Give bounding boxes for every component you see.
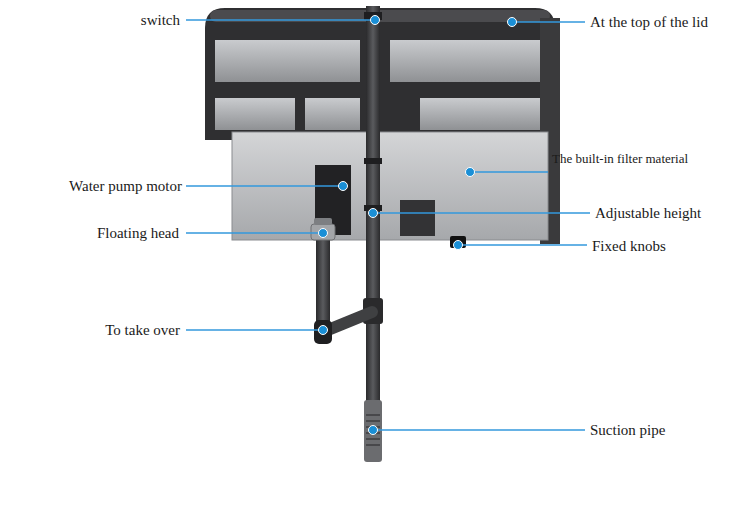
leader-dot — [319, 229, 328, 238]
leader-line — [458, 244, 587, 246]
strainer-slots — [366, 415, 380, 445]
leader-dots — [319, 16, 517, 435]
leader-line — [186, 329, 320, 331]
flap — [305, 98, 360, 130]
leader-dot — [339, 182, 348, 191]
part-label: Fixed knobs — [592, 237, 666, 255]
flap — [420, 98, 540, 130]
part-label: Suction pipe — [590, 421, 665, 439]
outlet — [400, 200, 435, 236]
leader-dot — [508, 18, 517, 27]
part-label: At the top of the lid — [590, 13, 708, 31]
leader-line — [186, 185, 340, 187]
part-label: Water pump motor — [69, 177, 182, 195]
part-label: switch — [141, 11, 180, 29]
leader-dot — [371, 16, 380, 25]
intake-tube — [366, 6, 380, 402]
slot — [366, 444, 380, 446]
leader-lines — [186, 20, 590, 430]
slot — [366, 414, 380, 416]
leader-dot — [319, 326, 328, 335]
part-label: The built-in filter material — [552, 150, 688, 168]
filter-housing — [205, 8, 560, 248]
leader-line — [512, 21, 585, 23]
leader-line — [186, 19, 372, 21]
leader-line — [373, 429, 585, 431]
elbow-joint — [314, 320, 332, 344]
intake-assembly — [311, 6, 383, 462]
part-label: Adjustable height — [595, 204, 701, 222]
slot — [366, 438, 380, 440]
leader-line — [373, 212, 590, 214]
leader-dot — [369, 209, 378, 218]
leader-dot — [454, 241, 463, 250]
leader-dot — [466, 168, 475, 177]
skimmer-tube — [316, 238, 330, 330]
leader-line — [470, 171, 548, 173]
slot — [366, 420, 380, 422]
floating-cap — [314, 218, 332, 225]
floating-head — [311, 224, 335, 240]
part-label: Floating head — [97, 224, 179, 242]
part-label: To take over — [105, 321, 180, 339]
tube-ring — [364, 158, 382, 164]
flap — [390, 40, 540, 82]
flap — [215, 98, 295, 130]
leader-line — [186, 232, 320, 234]
leader-dot — [369, 426, 378, 435]
strainer — [364, 400, 382, 462]
flap — [215, 40, 360, 82]
